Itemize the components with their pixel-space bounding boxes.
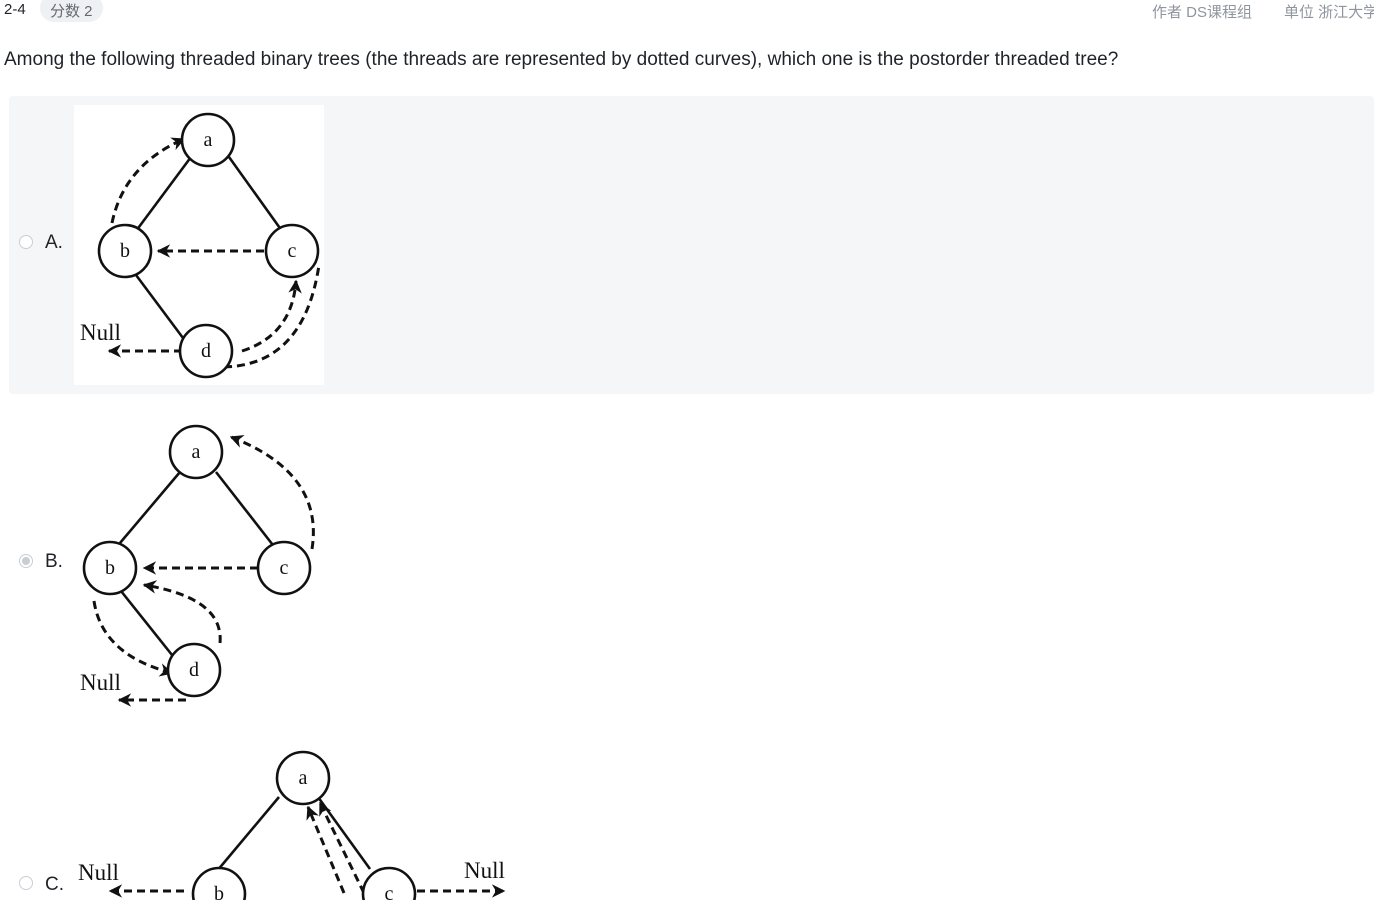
edge-a-b: [119, 471, 181, 544]
radio-option-c[interactable]: [19, 876, 33, 890]
node-b: [191, 866, 247, 900]
radio-option-b[interactable]: [19, 554, 33, 568]
edge-b-d: [134, 274, 188, 343]
unit-label: 单位 浙江大学: [1284, 4, 1374, 21]
edge-a-c: [316, 796, 372, 870]
node-d: [178, 323, 234, 379]
option-c-label: C.: [45, 874, 64, 895]
thread-c-to-a: [229, 435, 315, 550]
node-b-label: b: [105, 557, 115, 579]
thread-to-a-2: [318, 801, 366, 894]
thread-b-to-a: [110, 137, 186, 224]
edge-a-b: [134, 156, 193, 232]
thread-d-to-b: [142, 580, 222, 644]
edge-b-d: [119, 590, 178, 661]
question-header: 2-4 分数 2 作者 DS课程组 单位 浙江大学: [0, 0, 1374, 22]
node-c-label: c: [280, 557, 289, 579]
thread-b-to-d: [92, 600, 174, 677]
author-label: 作者 DS课程组: [1152, 4, 1253, 21]
node-b-label: b: [214, 883, 224, 900]
question-number: 2-4: [4, 1, 26, 18]
null-label-left: Null: [78, 860, 119, 885]
node-a-label: a: [192, 441, 201, 463]
edge-a-c: [214, 471, 278, 550]
radio-option-a[interactable]: [19, 235, 33, 249]
node-c: [256, 540, 312, 596]
node-c-label: c: [385, 883, 394, 900]
node-c: [264, 223, 320, 279]
thread-d-c-outer: [223, 264, 321, 369]
edge-a-c: [227, 156, 284, 232]
option-a-label: A.: [45, 232, 63, 253]
option-b-tree-figure: a b c d Null: [74, 413, 334, 713]
thread-to-a-1: [306, 805, 346, 894]
node-a-label: a: [204, 129, 213, 151]
null-label: Null: [80, 670, 121, 695]
option-b[interactable]: B. a b c d N: [9, 405, 1374, 715]
question-text: Among the following threaded binary tree…: [4, 49, 1119, 70]
node-d-label: d: [189, 659, 199, 681]
thread-d-to-c: [241, 279, 302, 353]
node-c: [361, 866, 417, 900]
option-a-tree-figure: a b c d Null: [74, 105, 324, 385]
node-b: [82, 540, 138, 596]
node-b-label: b: [120, 240, 130, 262]
option-b-label: B.: [45, 551, 63, 572]
null-label: Null: [80, 320, 121, 345]
node-b: [97, 223, 153, 279]
score-badge: 分数 2: [40, 0, 103, 22]
node-c-label: c: [288, 240, 297, 262]
edge-a-b: [216, 796, 280, 872]
option-c-tree-figure: a b c Null Null: [74, 743, 534, 900]
node-d: [166, 642, 222, 698]
option-a[interactable]: A.: [9, 96, 1374, 394]
node-a: [275, 750, 331, 806]
node-d-label: d: [201, 340, 211, 362]
null-label-right: Null: [464, 858, 505, 883]
node-a-label: a: [299, 767, 308, 789]
node-a: [180, 112, 236, 168]
node-a: [168, 424, 224, 480]
option-c[interactable]: C. a b c Null Null: [9, 735, 1374, 900]
